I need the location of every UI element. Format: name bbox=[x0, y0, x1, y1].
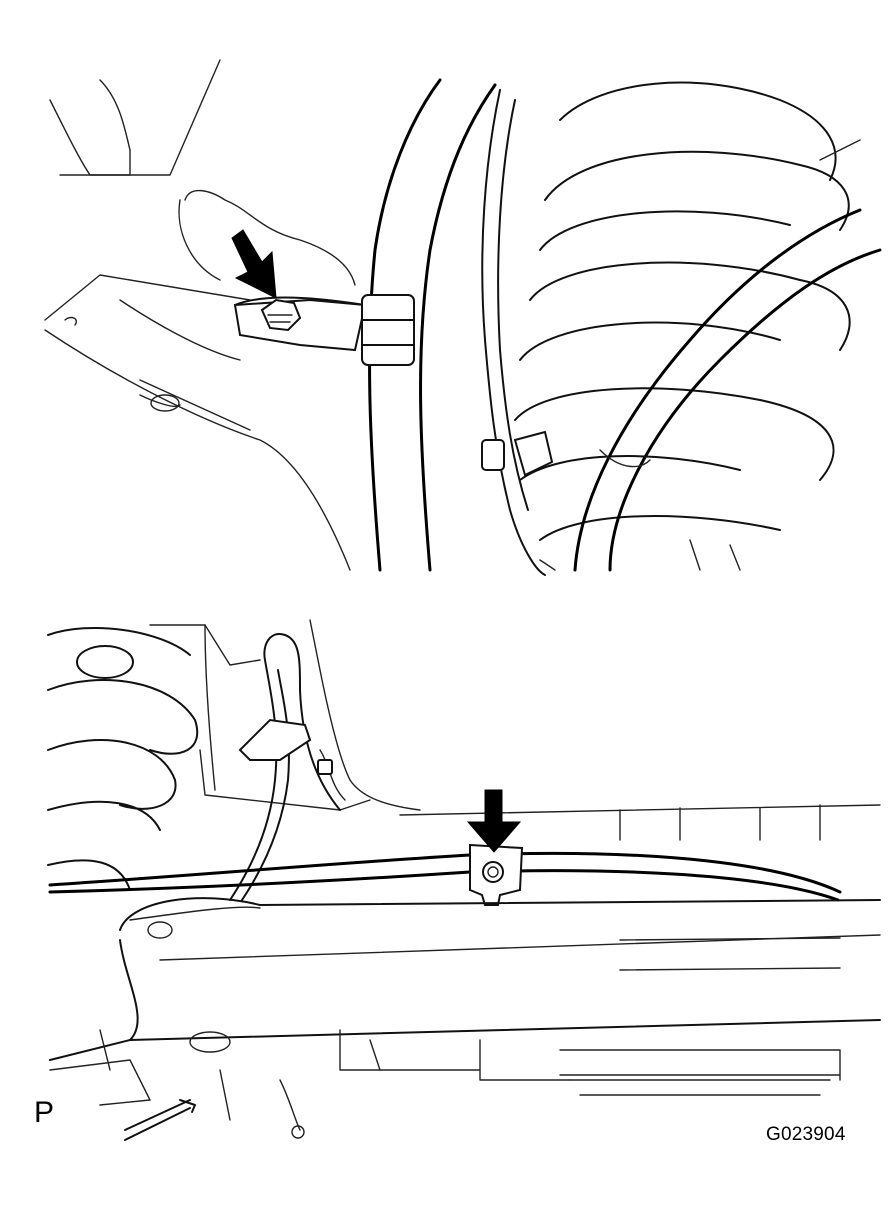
view-marker-label: P bbox=[34, 1096, 55, 1129]
figure-code-label: G023904 bbox=[766, 1124, 846, 1145]
down-arrow-icon bbox=[231, 229, 277, 299]
bottom-illustration-drawing bbox=[47, 619, 881, 1141]
clip-bolt bbox=[482, 861, 504, 883]
line-bracket bbox=[238, 718, 312, 761]
clamp-bracket bbox=[233, 298, 367, 352]
bottom-illustration bbox=[0, 600, 889, 1217]
top-illustration-drawing bbox=[44, 59, 882, 576]
down-arrow-icon bbox=[466, 789, 522, 853]
hose-clamp bbox=[361, 294, 415, 366]
top-illustration bbox=[0, 0, 889, 600]
